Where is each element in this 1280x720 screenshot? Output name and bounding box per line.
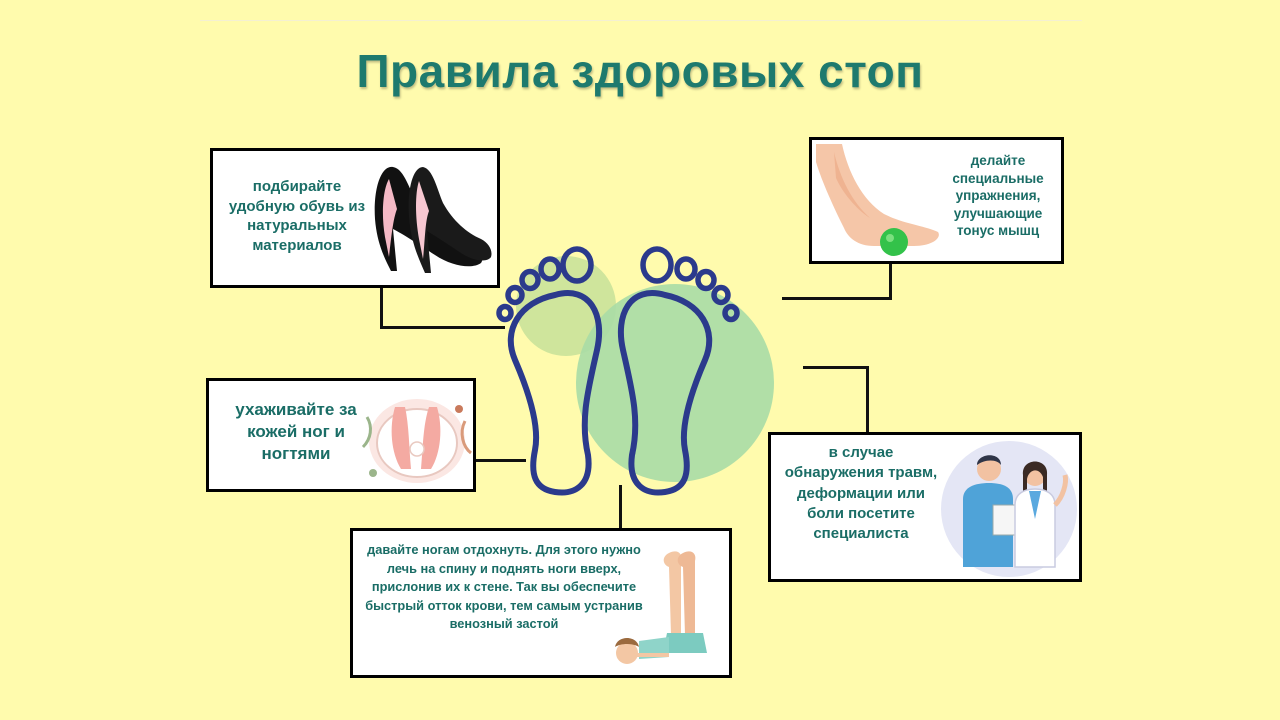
rule-box-shoes: подбирайте удобную обувь из натуральных …: [210, 148, 500, 288]
page-title: Правила здоровых стоп: [356, 45, 924, 97]
rule-text-shoes: подбирайте удобную обувь из натуральных …: [228, 178, 366, 254]
foot-massage-ball-icon: [816, 144, 939, 256]
rule-box-specialist: в случае обнаружения травм, деформации и…: [768, 432, 1082, 582]
left-toe-4: [505, 284, 525, 306]
connector-care-h: [474, 459, 526, 462]
rule-text-exercises: делайте специальные упражнения, улучшающ…: [952, 153, 1044, 239]
left-toe-2: [538, 256, 562, 282]
rule-text-rest: давайте ногам отдохнуть. Для этого нужно…: [365, 542, 643, 632]
right-toe-2: [674, 256, 698, 282]
connector-shoes-v: [380, 286, 383, 328]
rule-box-care: ухаживайте за кожей ног и ногтями: [206, 378, 476, 492]
right-toe-1: [640, 246, 674, 284]
connector-rest-v: [619, 485, 622, 530]
connector-exercises-h: [782, 297, 892, 300]
high-heel-shoes-icon: [374, 166, 492, 273]
right-toe-3: [695, 268, 717, 292]
left-toe-5: [496, 303, 514, 323]
rule-box-exercises: делайте специальные упражнения, улучшающ…: [809, 137, 1064, 264]
connector-specialist-h: [803, 366, 869, 369]
connector-shoes-h: [380, 326, 505, 329]
footprints-icon: [496, 246, 774, 496]
left-toe-1: [560, 246, 594, 284]
left-sole: [507, 290, 603, 496]
circle-large: [576, 284, 774, 482]
rule-box-rest: давайте ногам отдохнуть. Для этого нужно…: [350, 528, 732, 678]
connector-specialist-v: [866, 366, 869, 434]
connector-exercises-v: [889, 262, 892, 300]
right-sole: [617, 290, 713, 496]
rule-text-specialist: в случае обнаружения травм, деформации и…: [784, 444, 938, 542]
right-toe-5: [722, 303, 740, 323]
legs-up-wall-icon: [615, 551, 707, 664]
doctors-icon: [941, 441, 1077, 577]
left-toe-3: [519, 268, 541, 292]
foot-bath-icon: [361, 399, 472, 483]
rule-text-care: ухаживайте за кожей ног и ногтями: [235, 400, 357, 464]
massage-ball: [880, 228, 908, 256]
right-toe-4: [711, 284, 731, 306]
top-divider: [200, 20, 1082, 21]
